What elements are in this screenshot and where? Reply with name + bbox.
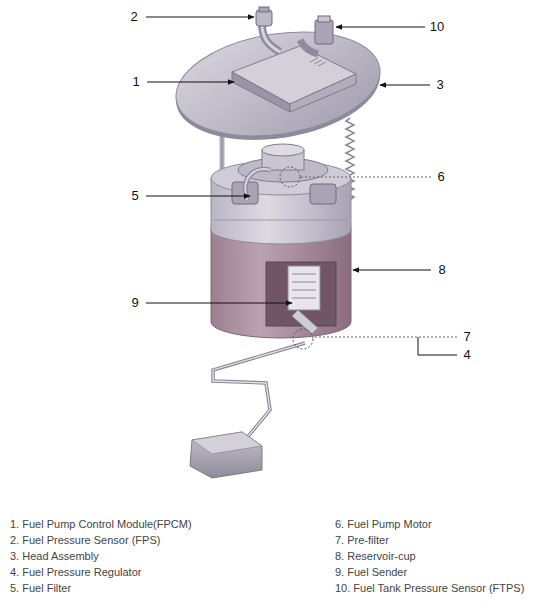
sender-plate bbox=[288, 266, 320, 310]
leader-bracket bbox=[418, 337, 457, 355]
part-list-entry: 7. Pre-filter bbox=[335, 534, 389, 546]
outlet-pipe bbox=[262, 24, 280, 52]
float-arm bbox=[213, 343, 305, 440]
callout-number: 7 bbox=[462, 330, 471, 344]
ftps-sensor bbox=[315, 20, 333, 44]
leader-dotted bbox=[301, 177, 431, 178]
detail-circle bbox=[293, 329, 313, 349]
part-list-entry: 5. Fuel Filter bbox=[10, 582, 71, 594]
fpcm-side bbox=[232, 72, 290, 112]
fpcm-front bbox=[290, 74, 356, 112]
leader-arrow bbox=[147, 82, 234, 83]
leader-arrow bbox=[146, 196, 250, 197]
callout-number: 10 bbox=[429, 20, 445, 34]
callout-number: 5 bbox=[130, 189, 139, 203]
head-plate bbox=[168, 19, 387, 150]
outlet-pipe-highlight bbox=[262, 24, 280, 52]
part-list-entry: 8. Reservoir-cup bbox=[335, 550, 416, 562]
pump-outlet-top bbox=[262, 144, 304, 156]
part-list-entry: 9. Fuel Sender bbox=[335, 566, 407, 578]
part-list-entry: 3. Head Assembly bbox=[10, 550, 99, 562]
part-list-entry: 1. Fuel Pump Control Module(FPCM) bbox=[10, 518, 192, 530]
part-list-entry: 4. Fuel Pressure Regulator bbox=[10, 566, 141, 578]
callout-number: 3 bbox=[435, 78, 444, 92]
part-list-entry: 10. Fuel Tank Pressure Sensor (FTPS) bbox=[335, 582, 524, 594]
callout-number: 2 bbox=[129, 10, 138, 24]
callout-number: 8 bbox=[437, 263, 446, 277]
cup-ring bbox=[214, 220, 348, 221]
callout-number: 1 bbox=[131, 75, 140, 89]
callout-number: 4 bbox=[462, 348, 471, 362]
leader-arrow bbox=[146, 17, 254, 18]
fpcm-top bbox=[232, 46, 356, 104]
filter-tube bbox=[245, 169, 270, 200]
float-top bbox=[192, 432, 262, 454]
reservoir-cup bbox=[211, 228, 351, 338]
leader-arrow bbox=[353, 270, 431, 271]
leader-arrow bbox=[336, 27, 425, 28]
leader-arrow bbox=[146, 303, 292, 304]
callout-number: 9 bbox=[130, 296, 139, 310]
leader-dotted bbox=[314, 337, 457, 338]
detail-circle bbox=[280, 167, 300, 187]
part-list-entry: 2. Fuel Pressure Sensor (FPS) bbox=[10, 534, 160, 546]
part-list-entry: 6. Fuel Pump Motor bbox=[335, 518, 432, 530]
filter-tube-highlight bbox=[245, 169, 270, 200]
sender-arm-base bbox=[292, 310, 318, 334]
float-arm-highlight bbox=[213, 343, 305, 440]
filter-bracket bbox=[310, 184, 336, 204]
float bbox=[190, 432, 262, 478]
callout-number: 6 bbox=[436, 170, 445, 184]
leader-arrow bbox=[380, 85, 430, 86]
